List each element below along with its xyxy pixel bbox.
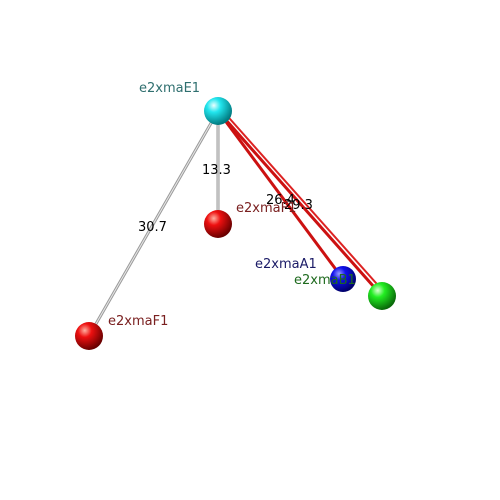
distance-label-e1-b1: 29.3 [284, 198, 313, 213]
atom-label-e1: e2xmaE1 [139, 81, 200, 96]
atom-label-f1: e2xmaF1 [108, 314, 168, 329]
atom-b1-sphere[interactable] [368, 282, 396, 310]
distance-line-e1-b1 [216, 110, 384, 297]
atom-a1-sphere[interactable] [330, 266, 356, 292]
distance-label-e1-f1: 30.7 [138, 220, 167, 235]
distance-lines [87, 109, 385, 337]
atoms [75, 97, 396, 350]
distance-line-e1-a1 [216, 110, 345, 280]
atom-label-a1: e2xmaA1 [255, 257, 317, 272]
atom-x1-sphere[interactable] [204, 210, 232, 238]
distance-label-e1-a1: 26.4 [266, 193, 295, 208]
atom-e1-sphere[interactable] [204, 97, 232, 125]
atom-f1-sphere[interactable] [75, 322, 103, 350]
atom-label-x1: e2xmaF1 [236, 201, 296, 216]
distance-labels: 13.3 30.7 26.4 29.3 [138, 163, 313, 235]
distance-label-e1-x1: 13.3 [202, 163, 231, 178]
atom-labels: e2xmaE1 e2xmaF1 e2xmaF1 e2xmaA1 e2xmaB1 [108, 81, 356, 329]
atom-label-b1: e2xmaB1 [294, 273, 356, 288]
